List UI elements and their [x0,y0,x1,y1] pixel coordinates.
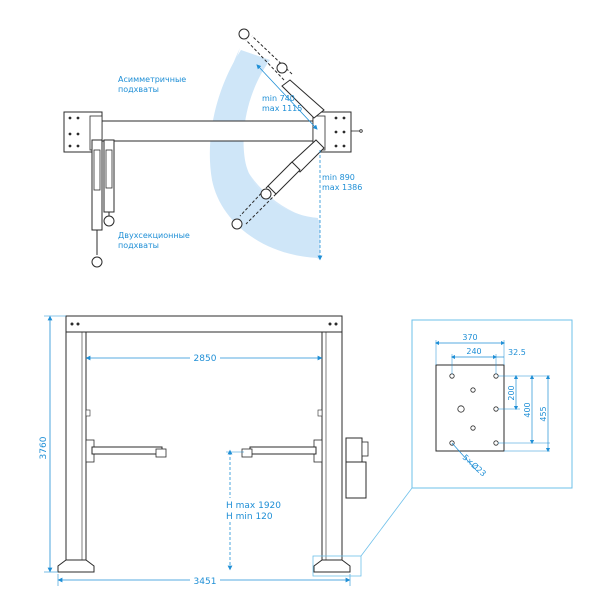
height-total: 3760 [39,436,49,459]
asym-dim-line [256,64,318,130]
asym-pad-upper [276,62,288,74]
dim-32-5: 32.5 [508,348,526,357]
two-max: max 1386 [322,183,362,192]
left-arm [91,446,163,455]
left-base [57,559,95,573]
two-section-pad-a [91,256,103,268]
right-arm [249,446,317,455]
asym-label-line2: подхваты [118,85,159,94]
asym-min: min 740 [262,94,295,103]
dim-240: 240 [466,347,481,356]
asym-label-line1: Асимметричные [118,75,186,84]
top-view: Асимметричные подхваты min 740 max 1115 … [63,28,363,268]
crossbeam [65,315,343,333]
left-column [65,331,87,565]
base-callout-box [312,555,362,577]
top-beam [99,120,316,142]
base-plate [435,364,505,452]
swing-area-shape [209,50,318,258]
asym-max: max 1115 [262,104,302,113]
right-column [321,331,343,565]
two-label-line1: Двухсекционные [118,231,190,240]
asym-arm-lower [289,139,325,173]
h-max: H max 1920 [226,501,281,511]
dim-200: 200 [507,385,516,400]
two-label-line2: подхваты [118,241,159,250]
asym-pad-upper-dashed [238,28,250,40]
h-min: H min 120 [226,512,273,522]
asym-pad-lower-dashed [231,218,243,230]
detail-view: 370 240 32.5 200 400 455 5×Ø23 [411,319,573,489]
two-min: min 890 [322,173,355,182]
front-view: 3760 2850 3451 H max 1920 H min 120 [39,315,413,587]
motor [345,461,367,499]
dim-455: 455 [539,406,548,421]
right-base [313,559,351,573]
asym-pad-lower [260,188,272,200]
outer-width: 3451 [194,577,217,587]
dim-370: 370 [462,333,477,342]
callout-leader [360,487,413,557]
inner-width: 2850 [194,354,217,364]
holes-leader [451,442,477,471]
dim-400: 400 [523,402,532,417]
two-section-pad-b [103,215,115,227]
